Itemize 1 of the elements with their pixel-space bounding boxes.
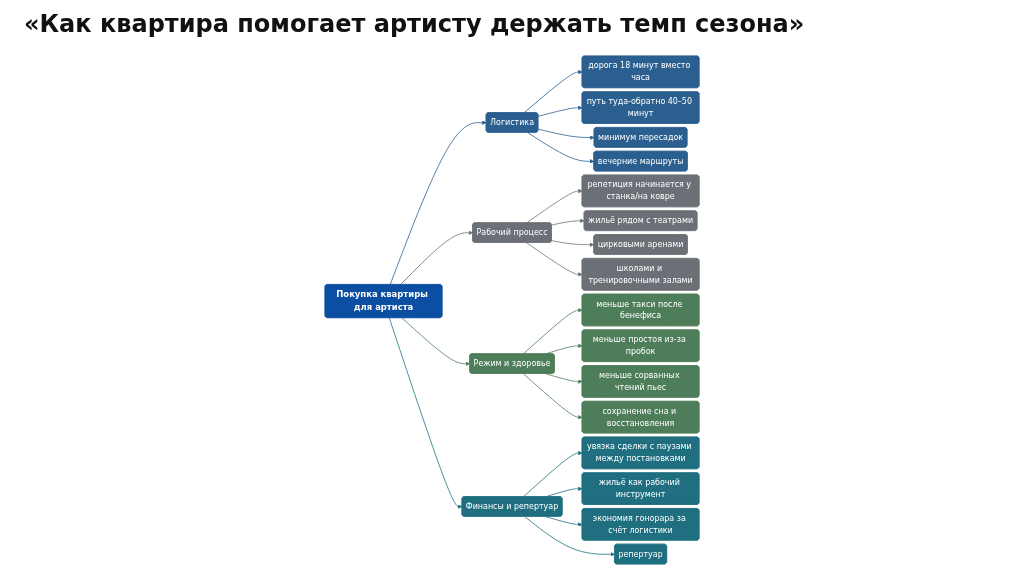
- diagram-title: «Как квартира помогает артисту держать темп сезона»: [24, 10, 805, 38]
